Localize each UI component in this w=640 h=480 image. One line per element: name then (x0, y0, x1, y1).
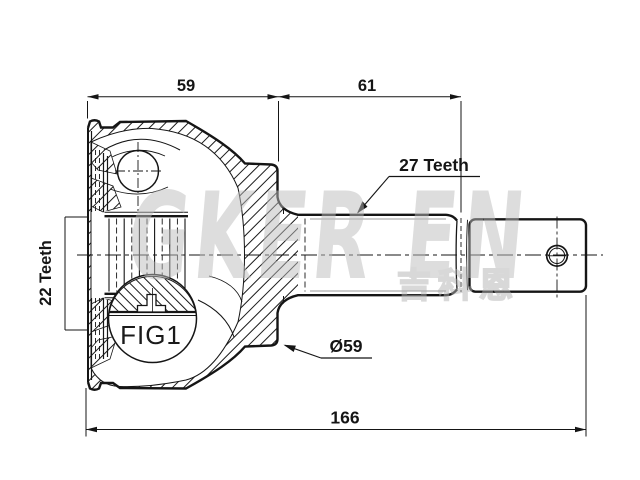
arrowhead (86, 426, 97, 433)
outer-spline-label: 27 Teeth (399, 155, 469, 175)
extension-line (87, 101, 462, 213)
arrowhead (450, 94, 461, 100)
arrowhead (267, 94, 279, 100)
watermark-cjk-text: 吉科恩 (397, 266, 520, 306)
fig1-tooth-profile (136, 293, 167, 313)
dimension-61: 61 (358, 77, 376, 95)
dimension-annotations: 59 61 27 Teeth Ø59 22 Teeth 166 (37, 77, 587, 437)
outline-top (86, 119, 458, 222)
spline-root-line (310, 218, 446, 292)
extension-line (85, 295, 587, 437)
watermark-brand-text: GKER EN (122, 167, 535, 307)
outer-diameter-label: Ø59 (329, 336, 362, 356)
arrowhead (278, 94, 290, 100)
ball-track-arc (103, 138, 181, 151)
cavity-arc-lower (208, 275, 243, 303)
arrowhead (283, 344, 296, 352)
dimension-59: 59 (177, 77, 195, 95)
dimension-166: 166 (330, 408, 359, 428)
bracket-line (64, 216, 88, 331)
cage-arc (109, 186, 169, 195)
rim-bore-lines (90, 131, 109, 380)
arrowhead (575, 426, 586, 433)
inner-spline-label: 22 Teeth (37, 240, 55, 306)
figure-label: FIG1 (120, 320, 182, 350)
arrowhead (87, 94, 99, 100)
arrowhead (357, 201, 368, 214)
cavity-arc-lower (197, 299, 235, 338)
outline-bottom (86, 288, 458, 391)
snap-ring-groove (466, 219, 468, 291)
watermark: GKER EN 吉科恩 (122, 167, 535, 307)
fig1-detail-bubble: FIG1 (107, 273, 198, 364)
